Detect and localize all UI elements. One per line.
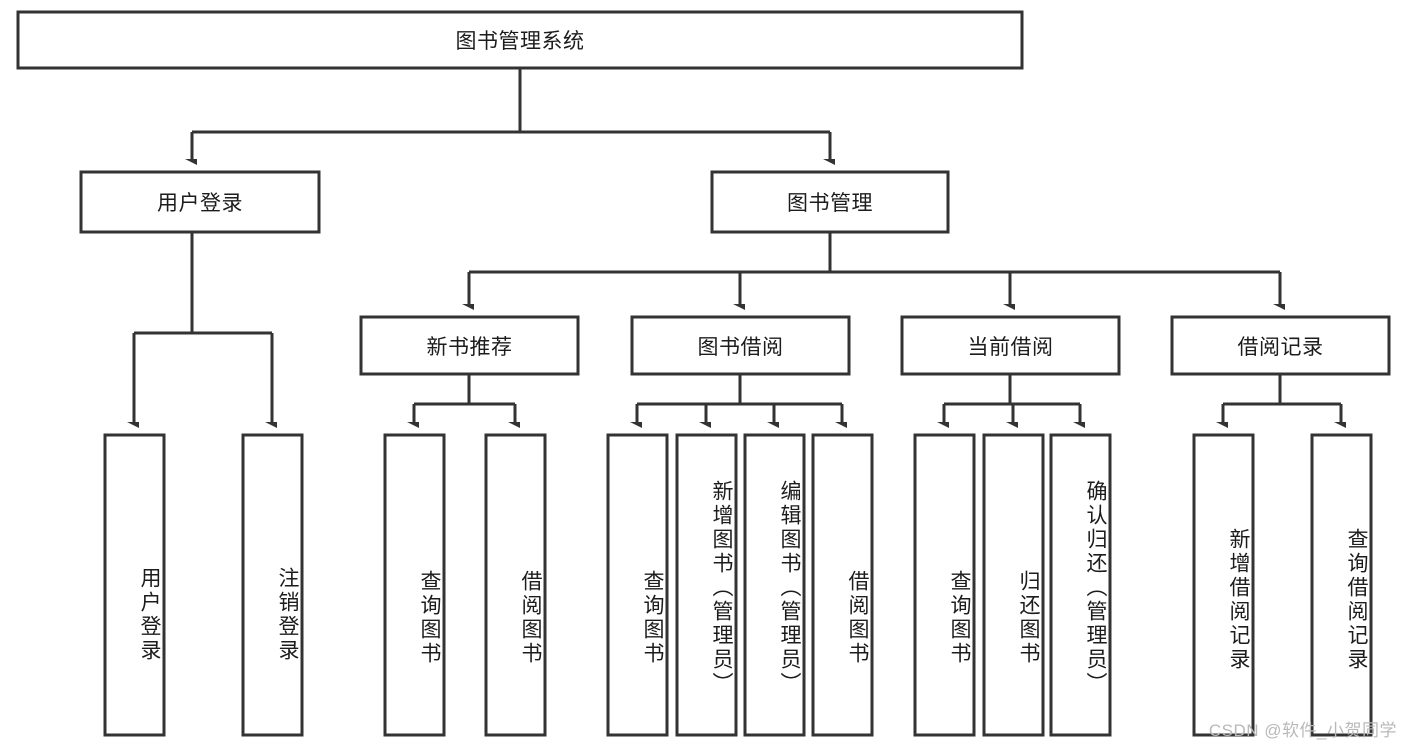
leaf-box-borrow-record-1[interactable]	[1192, 433, 1255, 737]
leaf-box-current-borrow-3[interactable]	[1049, 433, 1112, 737]
leaf-box-book-borrow-1[interactable]	[606, 433, 669, 737]
leaf-box-borrow-record-2[interactable]	[1310, 433, 1373, 737]
leaf-box-book-borrow-4[interactable]	[811, 433, 874, 737]
leaf-box-user-login-1[interactable]	[103, 433, 166, 737]
leaf-box-new-book-2[interactable]	[484, 433, 547, 737]
leaf-box-book-borrow-3[interactable]	[743, 433, 806, 737]
node-box-root[interactable]	[16, 10, 1024, 70]
leaf-box-user-login-2[interactable]	[241, 433, 304, 737]
leaf-box-current-borrow-1[interactable]	[913, 433, 976, 737]
node-box-borrow-record[interactable]	[1170, 315, 1391, 376]
node-box-current-borrow[interactable]	[900, 315, 1121, 376]
leaf-box-book-borrow-2[interactable]	[675, 433, 738, 737]
node-box-user-login[interactable]	[79, 170, 321, 234]
node-box-book-manage[interactable]	[710, 170, 950, 234]
leaf-box-current-borrow-2[interactable]	[982, 433, 1045, 737]
node-box-new-book-recommend[interactable]	[359, 315, 580, 376]
node-box-book-borrow[interactable]	[630, 315, 851, 376]
leaf-box-new-book-1[interactable]	[383, 433, 446, 737]
